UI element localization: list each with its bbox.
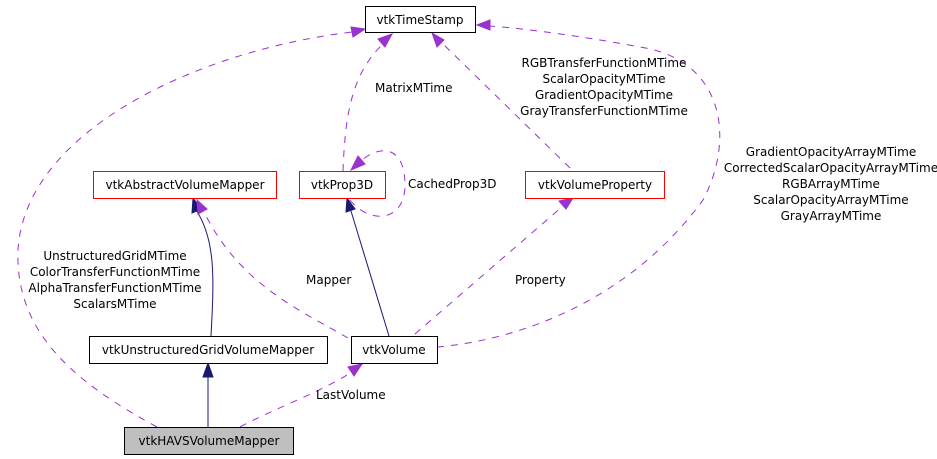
node-prop3d[interactable]: vtkProp3D (299, 171, 386, 199)
label-matrix-mtime: MatrixMTime (375, 81, 453, 95)
label-cached-prop3d: CachedProp3D (408, 177, 496, 191)
label-havs-time: ScalarsMTime (73, 297, 156, 311)
edge-ugmapper-to-abstract (195, 209, 214, 337)
node-timestamp[interactable]: vtkTimeStamp (365, 6, 476, 33)
label-volume-time: GrayArrayMTime (781, 209, 882, 223)
edge-havs-to-volume (239, 371, 353, 428)
edge-labels: MatrixMTime CachedProp3D RGBTransferFunc… (28, 56, 937, 402)
edge-volume-to-prop3d (350, 210, 390, 337)
label-volume-time: GradientOpacityArrayMTime (746, 145, 916, 159)
label-havs-time: AlphaTransferFunctionMTime (28, 281, 201, 295)
label-property: Property (515, 273, 566, 287)
edge-volume-to-volumeproperty (414, 205, 564, 335)
label-mapper: Mapper (306, 273, 351, 287)
edge-prop3d-self (349, 150, 406, 217)
edge-havs-to-timestamp (17, 31, 353, 428)
svg-text:vtkTimeStamp: vtkTimeStamp (376, 13, 463, 27)
svg-text:vtkUnstructuredGridVolumeMappe: vtkUnstructuredGridVolumeMapper (102, 343, 314, 357)
arrowhead (345, 196, 356, 213)
arrowhead (349, 155, 366, 171)
node-unstructured-grid-volume-mapper[interactable]: vtkUnstructuredGridVolumeMapper (89, 336, 328, 364)
svg-text:vtkVolume: vtkVolume (362, 343, 425, 357)
label-property-time: GradientOpacityMTime (535, 88, 673, 102)
edge-volume-to-abstract (203, 211, 349, 339)
edges (17, 19, 721, 428)
label-volume-time: RGBArrayMTime (782, 177, 880, 191)
label-property-time: ScalarOpacityMTime (542, 72, 665, 86)
edge-volume-to-timestamp (436, 25, 721, 348)
arrowhead (377, 33, 394, 48)
node-abstract-volume-mapper[interactable]: vtkAbstractVolumeMapper (93, 171, 277, 199)
label-volume-time: CorrectedScalarOpacityArrayMTime (724, 161, 937, 175)
label-property-time: RGBTransferFunctionMTime (522, 56, 687, 70)
edge-prop3d-to-timestamp (342, 43, 384, 172)
svg-text:vtkHAVSVolumeMapper: vtkHAVSVolumeMapper (139, 434, 280, 448)
edge-volumeproperty-to-timestamp (440, 41, 571, 169)
label-volume-time: ScalarOpacityArrayMTime (753, 193, 908, 207)
svg-text:vtkAbstractVolumeMapper: vtkAbstractVolumeMapper (105, 178, 264, 192)
label-havs-time: UnstructuredGridMTime (43, 249, 186, 263)
node-volume-property[interactable]: vtkVolumeProperty (525, 171, 665, 199)
svg-text:vtkProp3D: vtkProp3D (311, 178, 373, 192)
label-last-volume: LastVolume (316, 388, 386, 402)
node-volume[interactable]: vtkVolume (351, 336, 438, 364)
label-property-time: GrayTransferFunctionMTime (520, 104, 688, 118)
arrowhead (558, 197, 575, 210)
svg-text:vtkVolumeProperty: vtkVolumeProperty (538, 178, 652, 192)
arrowhead (350, 26, 367, 38)
arrowhead (202, 361, 214, 378)
node-havs-volume-mapper: vtkHAVSVolumeMapper (124, 427, 294, 455)
arrowhead (196, 198, 208, 215)
arrowhead (431, 31, 445, 48)
label-havs-time: ColorTransferFunctionMTime (30, 265, 200, 279)
arrowhead (347, 363, 364, 377)
arrowhead (475, 19, 491, 31)
